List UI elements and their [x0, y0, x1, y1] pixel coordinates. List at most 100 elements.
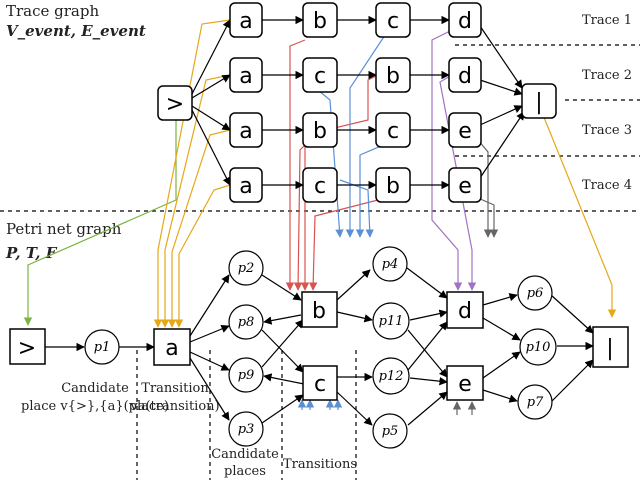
svg-text:b: b	[386, 64, 400, 89]
svg-text:p2: p2	[238, 261, 255, 276]
trace-node: a	[229, 57, 263, 93]
svg-text:>: >	[18, 336, 36, 361]
transition-e: e	[446, 365, 484, 401]
trace-node: e	[448, 112, 482, 148]
trace-graph-title: Trace graph	[6, 2, 99, 20]
svg-text:b: b	[313, 9, 327, 34]
gray-connector	[477, 197, 499, 238]
svg-text:p11: p11	[379, 314, 404, 329]
trace-edge	[191, 105, 231, 131]
place-p2: p2	[228, 250, 264, 286]
svg-text:|: |	[535, 90, 542, 115]
svg-text:a: a	[239, 119, 252, 144]
candidate-places-label: Candidate	[211, 447, 279, 462]
trace-row-2	[262, 70, 523, 96]
transition-end: |	[592, 326, 629, 368]
petri-edges	[45, 267, 594, 426]
trace-node: a	[229, 167, 263, 203]
svg-text:p8: p8	[238, 315, 255, 330]
orange-connector	[153, 19, 231, 328]
petri-net-sets: P, T, F	[5, 244, 58, 262]
svg-text:c: c	[314, 64, 326, 89]
trace-edge	[191, 19, 231, 95]
blue-connector	[339, 179, 374, 238]
blue-connector	[345, 19, 396, 238]
svg-text:a: a	[239, 9, 252, 34]
place-p8: p8	[228, 304, 264, 340]
candidate-places-label-2: places	[224, 464, 266, 479]
place-p12: p12	[372, 357, 410, 395]
trace-node: a	[229, 112, 263, 148]
svg-text:p9: p9	[238, 368, 255, 383]
trace-node: d	[448, 2, 482, 38]
red-connector	[285, 39, 306, 291]
trace-edge	[191, 74, 231, 99]
purple-connector	[431, 29, 463, 291]
trace-node: a	[229, 2, 263, 38]
svg-text:p4: p4	[382, 257, 399, 272]
trace-node: b	[375, 167, 411, 203]
place-p9: p9	[228, 357, 264, 393]
trace-label-3: Trace 3	[582, 123, 632, 138]
svg-text:>: >	[166, 92, 184, 117]
trace-label-1: Trace 1	[582, 13, 632, 28]
place-p4: p4	[372, 246, 408, 282]
svg-text:b: b	[386, 174, 400, 199]
trace-graph-sets: V_event, E_event	[6, 22, 146, 40]
place-p3: p3	[228, 411, 264, 447]
candidate-place-label: Candidate	[61, 381, 129, 396]
svg-text:b: b	[312, 299, 326, 324]
trace-node: c	[375, 2, 411, 38]
svg-text:c: c	[314, 174, 326, 199]
transition-a: a	[153, 328, 191, 366]
red-connector	[293, 144, 306, 291]
red-connector	[309, 199, 379, 291]
trace-node: b	[375, 57, 411, 93]
transition-start: >	[9, 328, 46, 365]
trace-row-3	[262, 105, 523, 135]
svg-text:p5: p5	[382, 424, 399, 439]
svg-text:e: e	[458, 174, 472, 199]
transition-label-2: va(transition)	[129, 399, 219, 414]
svg-text:p12: p12	[379, 369, 404, 384]
trace-row-1	[262, 15, 523, 89]
place-p1: p1	[84, 329, 120, 365]
trace-node: c	[302, 167, 338, 203]
svg-text:p10: p10	[526, 340, 551, 355]
trace-node: e	[448, 167, 482, 203]
svg-text:p3: p3	[238, 422, 255, 437]
place-p5: p5	[372, 413, 408, 449]
svg-text:|: |	[606, 336, 613, 361]
svg-text:e: e	[458, 372, 472, 397]
trace-row-4	[262, 111, 525, 190]
transition-d: d	[446, 291, 484, 329]
trace-start-node: >	[157, 85, 193, 121]
svg-text:a: a	[165, 336, 178, 361]
svg-text:d: d	[458, 9, 472, 34]
green-connector	[23, 102, 177, 326]
svg-text:p6: p6	[527, 286, 544, 301]
trace-label-2: Trace 2	[582, 68, 632, 83]
trace-node: c	[375, 112, 411, 148]
transition-label: Transition	[141, 381, 209, 396]
candidate-place-label-2: place v{>},{a}(place)	[21, 399, 169, 414]
trace-label-4: Trace 4	[582, 178, 632, 193]
svg-text:e: e	[458, 119, 472, 144]
svg-text:a: a	[239, 64, 252, 89]
transition-c: c	[302, 365, 338, 401]
trace-end-node: |	[521, 83, 557, 119]
place-p11: p11	[372, 302, 410, 340]
svg-text:c: c	[387, 119, 399, 144]
orange-connector	[160, 74, 231, 328]
trace-edge	[191, 109, 231, 186]
svg-text:c: c	[314, 372, 326, 397]
trace-node: d	[448, 57, 482, 93]
petri-net-title: Petri net graph	[6, 220, 122, 238]
svg-text:d: d	[458, 64, 472, 89]
orange-connector	[167, 129, 231, 328]
place-p10: p10	[519, 328, 557, 366]
place-p7: p7	[517, 384, 553, 420]
orange-connector	[174, 184, 231, 328]
trace-node: b	[302, 2, 338, 38]
